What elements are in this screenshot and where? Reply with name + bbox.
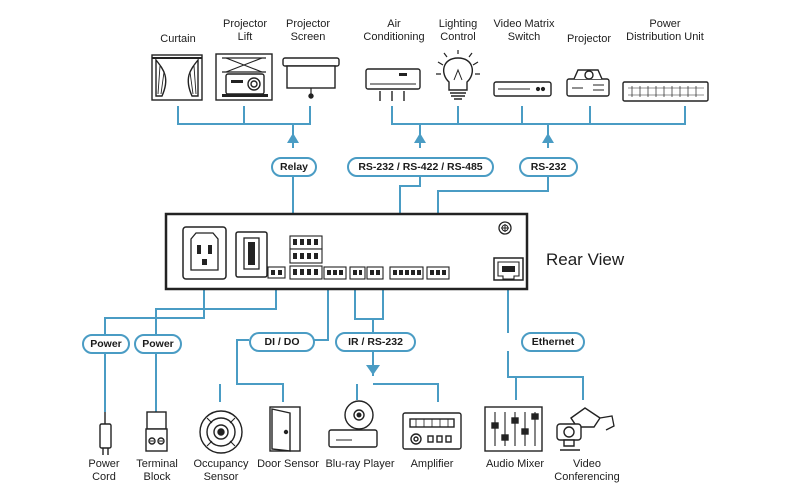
label-projector: Projector <box>566 33 612 45</box>
blu-ray-player-icon <box>328 400 378 448</box>
power-switch-icon <box>235 231 268 278</box>
projector-lift-icon <box>215 53 273 101</box>
label-audio-mixer: Audio Mixer <box>485 458 545 470</box>
light-bulb-icon <box>436 50 480 100</box>
label-video-matrix-switch: Video Matrix Switch <box>493 18 555 43</box>
door-sensor-icon <box>269 406 301 452</box>
projector-icon <box>566 69 610 97</box>
rs232-arrow-icon <box>542 133 554 143</box>
power-cord-icon <box>99 412 112 455</box>
label-video-conferencing: Video Conferencing <box>554 458 620 483</box>
amplifier-icon <box>402 412 462 450</box>
pdu-icon <box>622 81 709 102</box>
arrow-heads <box>287 133 554 375</box>
dido-label: DI / DO <box>249 332 315 352</box>
curtain-icon <box>151 54 203 101</box>
projector-screen-icon <box>282 57 340 99</box>
label-projector-lift: Projector Lift <box>222 18 268 43</box>
occupancy-sensor-icon <box>199 410 243 454</box>
label-blu-ray-player: Blu-ray Player <box>325 458 395 470</box>
label-amplifier: Amplifier <box>410 458 454 470</box>
label-projector-screen: Projector Screen <box>285 18 331 43</box>
label-power-cord: Power Cord <box>88 458 120 483</box>
label-curtain: Curtain <box>160 33 196 45</box>
ethernet-label: Ethernet <box>521 332 585 352</box>
label-terminal-block: Terminal Block <box>136 458 178 483</box>
device-rear-panel <box>164 212 529 291</box>
rs232-label: RS-232 <box>519 157 578 177</box>
power-inlet-icon <box>182 226 227 280</box>
label-lighting-control: Lighting Control <box>438 18 478 43</box>
relay-label: Relay <box>271 157 317 177</box>
video-conferencing-icon <box>556 407 615 451</box>
ground-screw-icon <box>498 221 512 235</box>
label-power-distribution-unit: Power Distribution Unit <box>626 18 704 43</box>
terminal-power-label: Power <box>134 334 182 354</box>
ir-rs232-label: IR / RS-232 <box>335 332 416 352</box>
power-cord-label: Power <box>82 334 130 354</box>
audio-mixer-icon <box>484 406 543 452</box>
serial-arrow-icon <box>414 133 426 143</box>
label-occupancy-sensor: Occupancy Sensor <box>193 458 249 483</box>
label-air-conditioning: Air Conditioning <box>363 18 425 43</box>
video-matrix-switch-icon <box>493 81 552 97</box>
ir-arrow-icon <box>366 365 380 375</box>
serial-label: RS-232 / RS-422 / RS-485 <box>347 157 494 177</box>
air-conditioner-icon <box>365 68 421 101</box>
label-door-sensor: Door Sensor <box>257 458 319 470</box>
relay-arrow-icon <box>287 133 299 143</box>
connector-pins <box>271 239 446 275</box>
connection-lines <box>104 106 686 412</box>
device-title: Rear View <box>546 250 625 269</box>
terminal-block-icon <box>145 411 168 452</box>
ethernet-port-icon <box>493 257 524 281</box>
